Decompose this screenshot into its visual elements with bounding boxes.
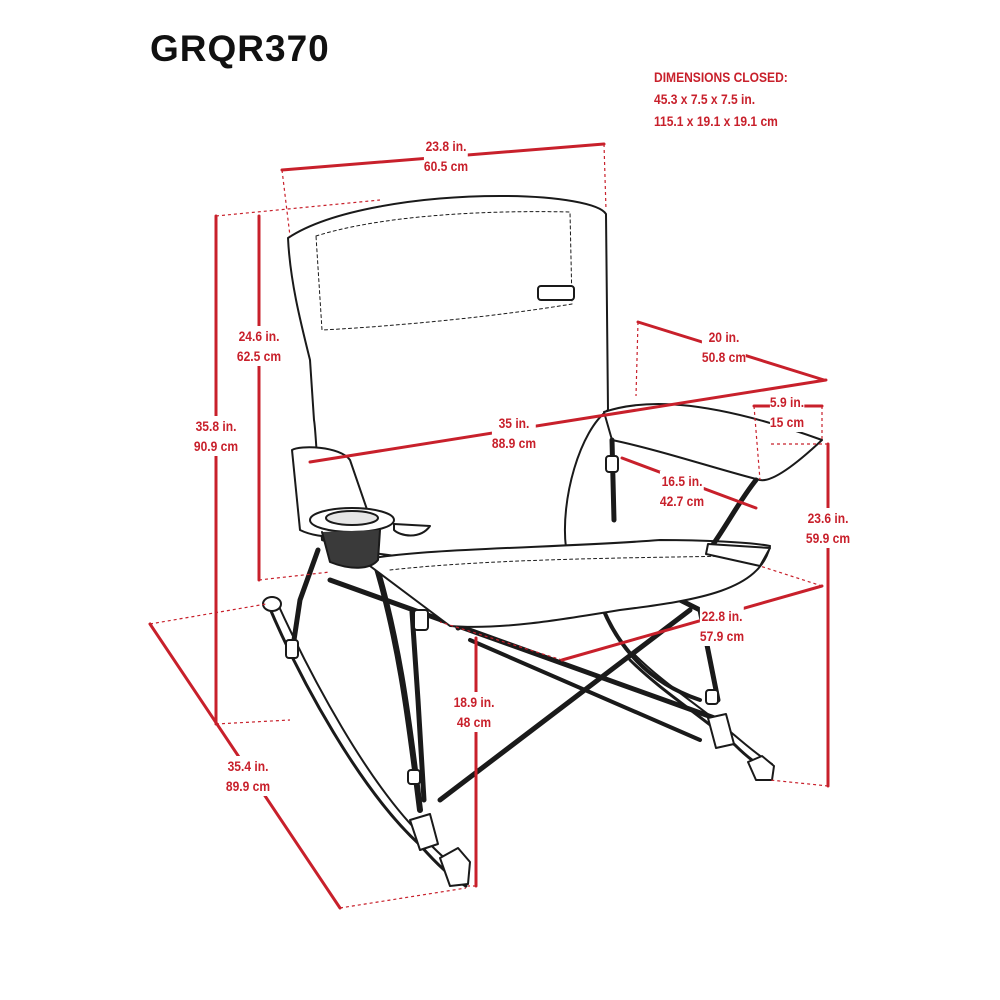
arm-length-label: 16.5 in. 42.7 cm bbox=[659, 471, 705, 511]
overall-width-label: 35 in. 88.9 cm bbox=[491, 413, 537, 453]
closed-dimensions-heading: DIMENSIONS CLOSED: bbox=[654, 69, 788, 85]
right-armrest bbox=[603, 402, 823, 482]
closed-dimensions-block: DIMENSIONS CLOSED: 45.3 x 7.5 x 7.5 in. … bbox=[654, 66, 788, 132]
total-height-label: 35.8 in. 90.9 cm bbox=[193, 416, 239, 456]
arm-height-label: 23.6 in. 59.9 cm bbox=[805, 508, 851, 548]
right-foot-cap bbox=[747, 755, 775, 781]
seat-height-label: 18.9 in. 48 cm bbox=[453, 692, 495, 732]
depth-label: 20 in. 50.8 cm bbox=[701, 327, 747, 367]
width-label: 23.8 in. 60.5 cm bbox=[423, 136, 469, 176]
armrest-label: 5.9 in. 15 cm bbox=[769, 392, 805, 432]
seat-depth-dimension-line bbox=[560, 584, 824, 662]
chair-drawing bbox=[262, 195, 823, 888]
seat bbox=[361, 539, 771, 628]
right-rocker bbox=[628, 658, 772, 774]
model-title: GRQR370 bbox=[150, 28, 330, 69]
front-left-leg bbox=[291, 547, 321, 643]
cross-bar-2 bbox=[437, 607, 693, 803]
rocker-length-label: 35.4 in. 89.9 cm bbox=[225, 756, 271, 796]
backrest-logo-patch bbox=[537, 285, 575, 301]
closed-dimensions-cm: 115.1 x 19.1 x 19.1 cm bbox=[654, 113, 778, 129]
left-foot-cap bbox=[439, 847, 471, 887]
back-label: 24.6 in. 62.5 cm bbox=[236, 326, 282, 366]
backrest bbox=[287, 195, 609, 561]
cross-bar-1 bbox=[327, 577, 723, 723]
extension-lines bbox=[149, 143, 829, 909]
seat-depth-label: 22.8 in. 57.9 cm bbox=[699, 606, 745, 646]
overall-width-dimension-line bbox=[308, 378, 828, 464]
closed-dimensions-inches: 45.3 x 7.5 x 7.5 in. bbox=[654, 91, 756, 107]
